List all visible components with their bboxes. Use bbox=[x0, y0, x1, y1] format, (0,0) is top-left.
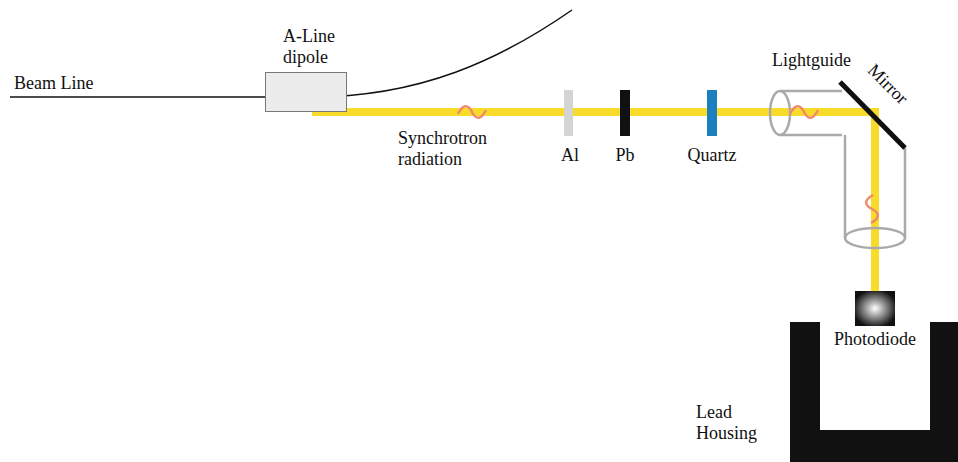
beam-line-label: Beam Line bbox=[14, 73, 124, 94]
photodiode bbox=[855, 291, 895, 326]
lightguide bbox=[770, 91, 905, 248]
dipole-label: A-Line dipole bbox=[265, 26, 347, 68]
photon-squiggle bbox=[458, 106, 878, 223]
photodiode-label: Photodiode bbox=[822, 329, 928, 350]
lightguide-label: Lightguide bbox=[772, 50, 872, 71]
housing-label: Lead Housing bbox=[696, 402, 776, 444]
lead-housing bbox=[790, 322, 958, 462]
radiation-label: Synchrotron radiation bbox=[398, 128, 503, 170]
synchrotron-beam bbox=[312, 112, 875, 320]
plate-label: Al bbox=[555, 145, 585, 166]
lead-plate bbox=[620, 90, 630, 136]
dipole-node: A-Line dipole bbox=[265, 26, 347, 112]
dipole-box bbox=[265, 72, 347, 112]
plate-label: Quartz bbox=[680, 145, 744, 166]
aluminium-plate bbox=[564, 90, 573, 136]
plate-label: Pb bbox=[610, 145, 640, 166]
quartz-plate bbox=[707, 90, 717, 136]
